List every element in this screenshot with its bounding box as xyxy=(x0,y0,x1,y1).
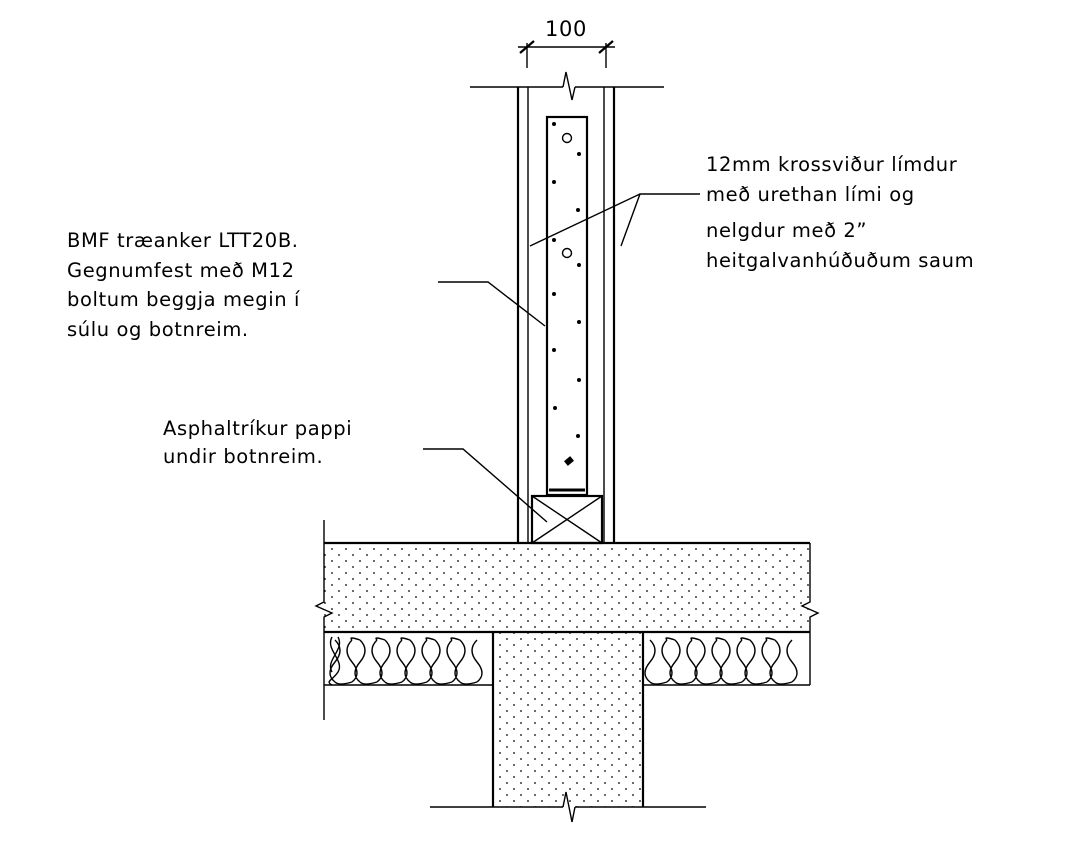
insulation-right xyxy=(643,632,811,686)
label-plywood-line-2: með urethan lími og xyxy=(706,183,915,206)
bottom-plate xyxy=(530,494,604,545)
leader-bottom-left xyxy=(423,448,548,523)
concrete-slab xyxy=(314,520,820,720)
label-plywood-line-3: nelgdur með 2” xyxy=(706,219,867,242)
leader-left xyxy=(438,281,546,327)
label-anchor: BMF træanker LTT20B. Gegnumfest með M12 … xyxy=(67,229,300,341)
dimension-value: 100 xyxy=(545,17,587,41)
label-asphalt-paper: Asphaltríkur pappi undir botnreim. xyxy=(163,417,352,468)
label-plywood-line-4: heitgalvanhúðuðum saum xyxy=(706,249,974,272)
leader-right xyxy=(529,193,700,247)
label-anchor-line-2: Gegnumfest með M12 xyxy=(67,259,295,282)
insulation-left xyxy=(324,636,493,686)
label-plywood: 12mm krossviður límdur með urethan lími … xyxy=(706,153,974,272)
anchor-bracket xyxy=(545,115,589,497)
dimension-100: 100 xyxy=(518,17,615,68)
label-anchor-line-1: BMF træanker LTT20B. xyxy=(67,229,299,252)
bottom-break-line xyxy=(430,791,706,823)
column xyxy=(516,87,616,543)
label-asphalt-line-1: Asphaltríkur pappi xyxy=(163,417,352,440)
footing xyxy=(491,632,645,807)
label-anchor-line-4: súlu og botnreim. xyxy=(67,318,249,341)
label-plywood-line-1: 12mm krossviður límdur xyxy=(706,153,958,176)
label-asphalt-line-2: undir botnreim. xyxy=(163,445,323,468)
top-break-line xyxy=(470,71,664,101)
label-anchor-line-3: boltum beggja megin í xyxy=(67,288,300,311)
